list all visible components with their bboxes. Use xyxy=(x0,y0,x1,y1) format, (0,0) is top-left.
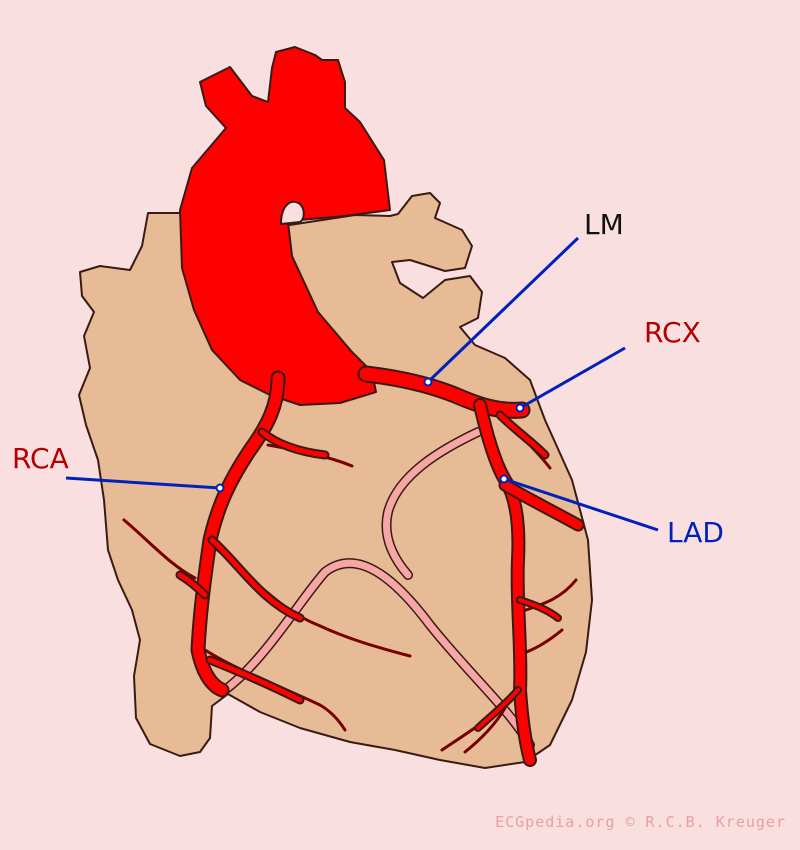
pointer-lines xyxy=(65,236,659,532)
lm-marker xyxy=(423,377,433,387)
right-coronary-artery xyxy=(175,370,330,705)
pulmonary-notch xyxy=(279,200,305,226)
left-coronary-artery xyxy=(357,365,585,767)
label-rcx: RCX xyxy=(644,316,701,349)
rca-pointer xyxy=(65,476,221,490)
lad-pointer xyxy=(503,477,659,532)
posterior-veins xyxy=(220,427,535,750)
pointer-markers xyxy=(215,377,525,493)
aorta xyxy=(179,46,391,406)
lm-pointer xyxy=(426,236,580,384)
label-lm: LM xyxy=(584,208,624,241)
lad-marker xyxy=(499,474,509,484)
rca-marker xyxy=(215,483,225,493)
label-lad: LAD xyxy=(667,516,724,549)
rcx-pointer xyxy=(519,346,626,410)
credit-text: ECGpedia.org © R.C.B. Kreuger xyxy=(495,813,786,831)
rcx-marker xyxy=(515,403,525,413)
label-rca: RCA xyxy=(12,442,69,475)
